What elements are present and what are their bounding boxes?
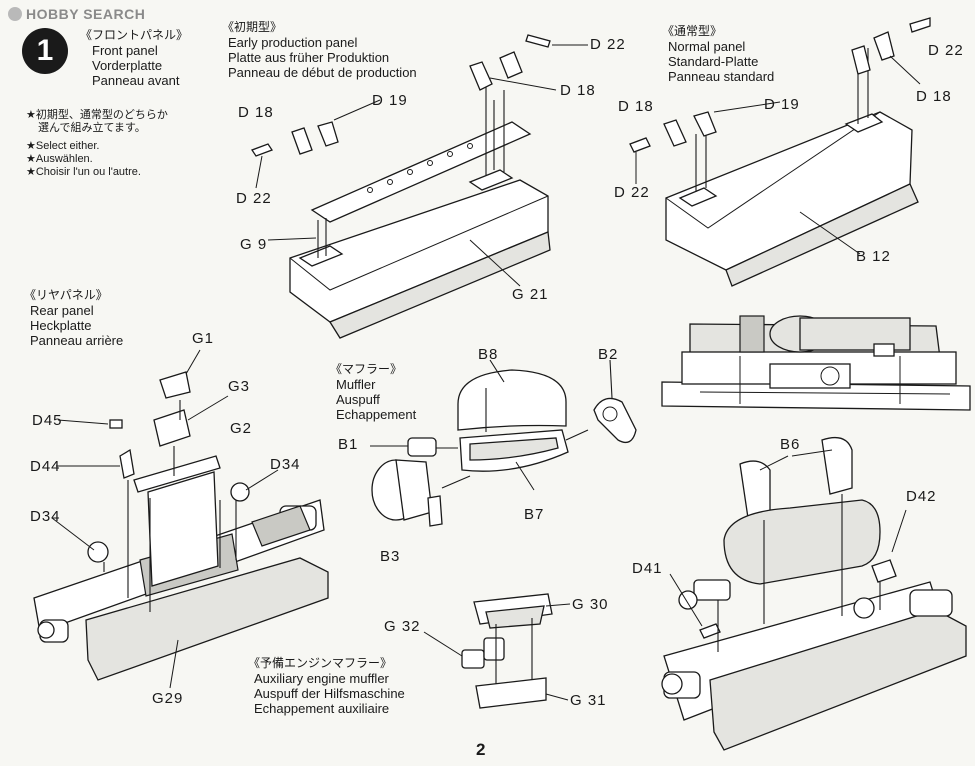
front-panel-title-block: 《フロントパネル》 Front panel Vorderplatte Panne… — [80, 28, 188, 88]
normal-title-jp: 《通常型》 — [662, 24, 723, 38]
watermark-text: HOBBY SEARCH — [26, 6, 146, 22]
normal-title-fr: Panneau standard — [668, 69, 775, 84]
early-title-fr: Panneau de début de production — [228, 65, 417, 80]
muffler-title-fr: Echappement — [336, 407, 417, 422]
muffler-title-block: 《マフラー》 Muffler Auspuff Echappement — [330, 362, 416, 422]
part-label: D 18 — [916, 88, 952, 105]
aux-title-jp: 《予備エンジンマフラー》 — [248, 656, 393, 670]
muffler-title-en: Muffler — [336, 377, 376, 392]
part-label: D 22 — [236, 190, 272, 207]
part-label: B8 — [478, 346, 499, 363]
rear-panel-drawing — [33, 349, 329, 689]
muffler-drawing — [370, 359, 637, 527]
part-label: D 22 — [928, 42, 964, 59]
part-label: D 22 — [590, 36, 626, 53]
rear-panel-title-block: 《リヤパネル》 Rear panel Heckplatte Panneau ar… — [24, 288, 123, 348]
step-number-badge: 1 — [22, 28, 68, 74]
right-assembly-drawing — [661, 436, 967, 751]
aux-title-fr: Echappement auxiliaire — [254, 701, 390, 716]
part-label: B3 — [380, 548, 401, 565]
aux-title-de: Auspuff der Hilfsmaschine — [254, 686, 405, 701]
muffler-title-de: Auspuff — [336, 392, 380, 407]
rear-title-jp: 《リヤパネル》 — [24, 288, 108, 302]
hobby-search-logo-icon — [8, 7, 22, 21]
normal-panel-title-block: 《通常型》 Normal panel Standard-Platte Panne… — [662, 24, 774, 84]
part-label: D 19 — [372, 92, 408, 109]
part-label: D45 — [32, 412, 63, 429]
aux-muffler-title-block: 《予備エンジンマフラー》 Auxiliary engine muffler Au… — [248, 656, 405, 716]
part-label: D 22 — [614, 184, 650, 201]
page-number: 2 — [476, 740, 486, 759]
aux-title-en: Auxiliary engine muffler — [254, 671, 389, 686]
select-note: ★初期型、通常型のどちらか 選んで組み立てます。 ★Select either.… — [26, 108, 168, 179]
part-label: B6 — [780, 436, 801, 453]
early-title-de: Platte aus früher Produktion — [228, 50, 390, 65]
part-label: B7 — [524, 506, 545, 523]
early-panel-title-block: 《初期型》 Early production panel Platte aus … — [222, 20, 417, 80]
part-label: D41 — [632, 560, 663, 577]
part-label: G 21 — [512, 286, 549, 303]
part-label: B2 — [598, 346, 619, 363]
early-title-jp: 《初期型》 — [222, 20, 283, 34]
hull-overview-drawing — [661, 315, 971, 411]
early-panel-g21-drawing — [251, 34, 588, 339]
part-label: D 18 — [238, 104, 274, 121]
front-panel-title-en: Front panel — [92, 43, 158, 58]
normal-title-de: Standard-Platte — [668, 54, 759, 69]
part-label: G 9 — [240, 236, 268, 253]
front-panel-title-fr: Panneau avant — [92, 73, 180, 88]
select-note-jp-2: 選んで組み立てます。 — [38, 121, 146, 134]
select-note-fr: ★Choisir l'un ou l'autre. — [26, 166, 141, 178]
front-panel-title-jp: 《フロントパネル》 — [80, 28, 189, 42]
front-panel-title-de: Vorderplatte — [92, 58, 163, 73]
part-label: D34 — [30, 508, 61, 525]
part-label: G 32 — [384, 618, 421, 635]
watermark: HOBBY SEARCH — [8, 6, 145, 22]
aux-muffler-drawing — [423, 593, 571, 709]
part-label: G29 — [152, 690, 184, 707]
part-label: G 30 — [572, 596, 609, 613]
muffler-title-jp: 《マフラー》 — [330, 362, 403, 376]
part-label: G1 — [192, 330, 215, 347]
part-label: B1 — [338, 436, 359, 453]
part-label: G2 — [230, 420, 253, 437]
part-label: D 18 — [618, 98, 654, 115]
part-label: D 19 — [764, 96, 800, 113]
normal-title-en: Normal panel — [668, 39, 746, 54]
part-label: B 12 — [856, 248, 891, 265]
part-label: D 18 — [560, 82, 596, 99]
select-note-de: ★Auswählen. — [26, 153, 93, 165]
early-title-en: Early production panel — [228, 35, 358, 50]
rear-title-de: Heckplatte — [30, 318, 92, 333]
select-note-en: ★Select either. — [26, 140, 100, 152]
part-label: G 31 — [570, 692, 607, 709]
rear-title-fr: Panneau arrière — [30, 333, 124, 348]
part-label: D42 — [906, 488, 937, 505]
normal-panel-b12-drawing — [629, 17, 931, 287]
select-note-jp-1: ★初期型、通常型のどちらか — [26, 108, 168, 121]
part-label: D34 — [270, 456, 301, 473]
part-label: D44 — [30, 458, 61, 475]
rear-title-en: Rear panel — [30, 303, 94, 318]
part-label: G3 — [228, 378, 251, 395]
